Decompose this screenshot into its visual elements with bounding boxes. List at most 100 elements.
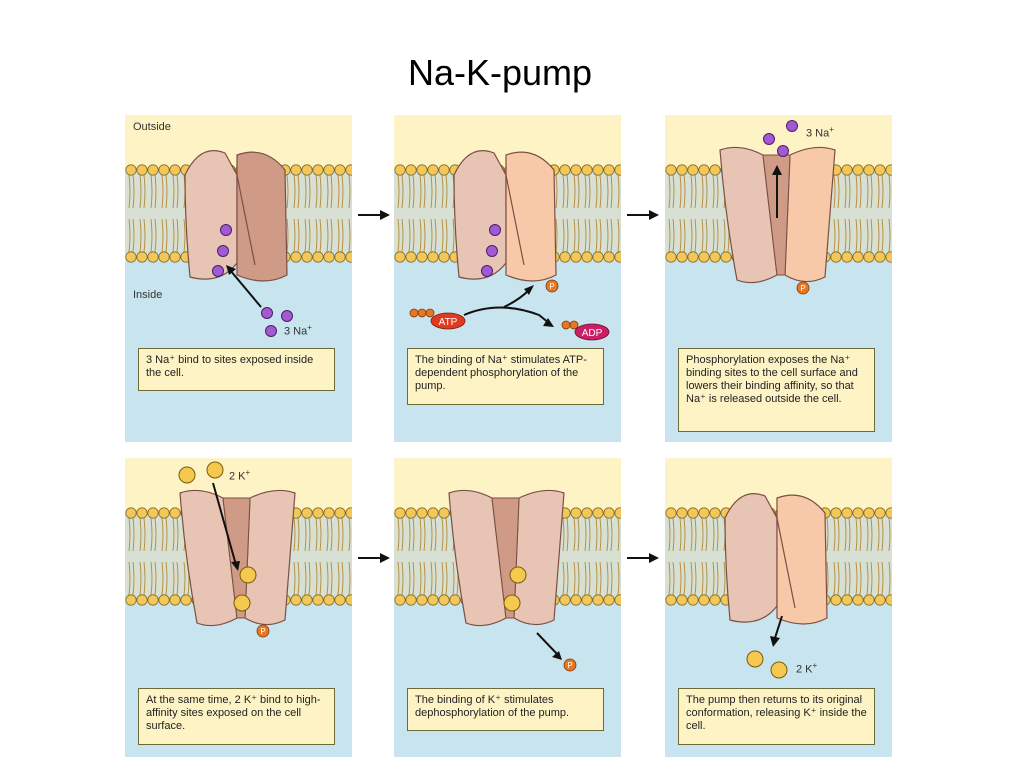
lipid-tail <box>588 517 591 552</box>
lipid-tail <box>888 517 891 552</box>
lipid-tail <box>297 174 300 209</box>
lipid-tail <box>668 561 671 596</box>
lipid-tail <box>430 174 433 209</box>
lipid-head <box>863 251 875 263</box>
lipid-head <box>169 251 181 263</box>
lipid-tail <box>128 174 131 209</box>
lipid-head <box>147 507 159 519</box>
lipid-tail <box>315 218 318 253</box>
lipid-head <box>427 507 439 519</box>
lipid-tail <box>844 561 847 596</box>
lipid-tail <box>833 218 836 253</box>
lipid-tail <box>716 218 719 253</box>
lipid-head <box>427 594 439 606</box>
lipid-tail <box>683 517 686 552</box>
lipid-head <box>687 251 699 263</box>
lipid-tail <box>445 174 448 209</box>
lipid-tail <box>606 218 609 253</box>
lipid-tail <box>308 218 311 253</box>
lipid-tail <box>412 218 415 253</box>
lipid-tail <box>176 174 179 209</box>
lipid-tail <box>143 561 146 596</box>
lipid-tail <box>866 174 869 209</box>
lipid-head <box>438 251 450 263</box>
caption-step-2: The binding of Na⁺ stimulates ATP-depend… <box>407 348 604 405</box>
lipid-head <box>394 164 406 176</box>
lipid-head <box>416 251 428 263</box>
lipid-tail <box>326 218 329 253</box>
lipid-tail <box>326 517 329 552</box>
lipid-tail <box>723 218 726 253</box>
lipid-head <box>416 594 428 606</box>
lipid-head <box>841 164 853 176</box>
lipid-tail <box>881 218 884 253</box>
lipid-tail <box>132 218 135 253</box>
lipid-tail <box>555 174 558 209</box>
lipid-tail <box>881 517 884 552</box>
lipid-tail <box>441 174 444 209</box>
adp-molecule: ADP <box>561 320 610 341</box>
binding-arrow <box>229 269 262 308</box>
lipid-tail <box>150 174 153 209</box>
panel-step-3: P 3 Na+ Phosphorylation exposes the Na⁺ … <box>665 115 892 442</box>
lipid-tail <box>716 174 719 209</box>
lipid-tail <box>293 174 296 209</box>
panel-step-1: Outside Inside 3 Na+ 3 Na⁺ bind to sites… <box>125 115 352 442</box>
lipid-head <box>592 164 604 176</box>
lipid-head <box>125 594 137 606</box>
lipid-tail <box>397 218 400 253</box>
page-title: Na-K-pump <box>407 52 593 93</box>
lipid-tail <box>330 218 333 253</box>
lipid-tail <box>694 218 697 253</box>
lipid-head <box>592 594 604 606</box>
lipid-head <box>438 507 450 519</box>
lipid-tail <box>401 517 404 552</box>
sodium-ions-released <box>763 120 798 157</box>
lipid-head <box>312 594 324 606</box>
lipid-tail <box>423 218 426 253</box>
lipid-tail <box>617 561 620 596</box>
lipid-head <box>559 594 571 606</box>
lipid-tail <box>826 561 829 596</box>
lipid-tail <box>562 218 565 253</box>
lipid-head <box>345 164 352 176</box>
lipid-tail <box>165 174 168 209</box>
lipid-tail <box>161 218 164 253</box>
lipid-tail <box>176 561 179 596</box>
lipid-tail <box>705 517 708 552</box>
phosphate-attached: P <box>796 281 810 295</box>
lipid-tail <box>683 561 686 596</box>
lipid-head <box>405 507 417 519</box>
lipid-tail <box>588 174 591 209</box>
lipid-tail <box>606 174 609 209</box>
lipid-tail <box>341 218 344 253</box>
lipid-tail <box>419 218 422 253</box>
lipid-tail <box>172 218 175 253</box>
lipid-head <box>665 164 677 176</box>
lipid-tail <box>577 174 580 209</box>
adp-text: ADP <box>582 328 603 339</box>
lipid-tail <box>870 561 873 596</box>
lipid-tail <box>315 517 318 552</box>
lipid-tail <box>573 561 576 596</box>
lipid-head <box>158 507 170 519</box>
lipid-tail <box>584 174 587 209</box>
lipid-tail <box>701 517 704 552</box>
phosphate-text: P <box>800 284 805 293</box>
lipid-tail <box>143 174 146 209</box>
lipid-tail <box>595 561 598 596</box>
sodium-charge: + <box>307 323 312 332</box>
lipid-head <box>301 507 313 519</box>
lipid-tail <box>341 517 344 552</box>
lipid-tail <box>668 218 671 253</box>
lipid-tail <box>132 174 135 209</box>
potassium-ions-free <box>178 461 224 484</box>
lipid-head <box>863 594 875 606</box>
lipid-tail <box>286 218 289 253</box>
lipid-head <box>863 507 875 519</box>
lipid-tail <box>326 174 329 209</box>
lipid-head <box>169 507 181 519</box>
lipid-tail <box>701 218 704 253</box>
lipid-tail <box>599 174 602 209</box>
lipid-tail <box>441 561 444 596</box>
